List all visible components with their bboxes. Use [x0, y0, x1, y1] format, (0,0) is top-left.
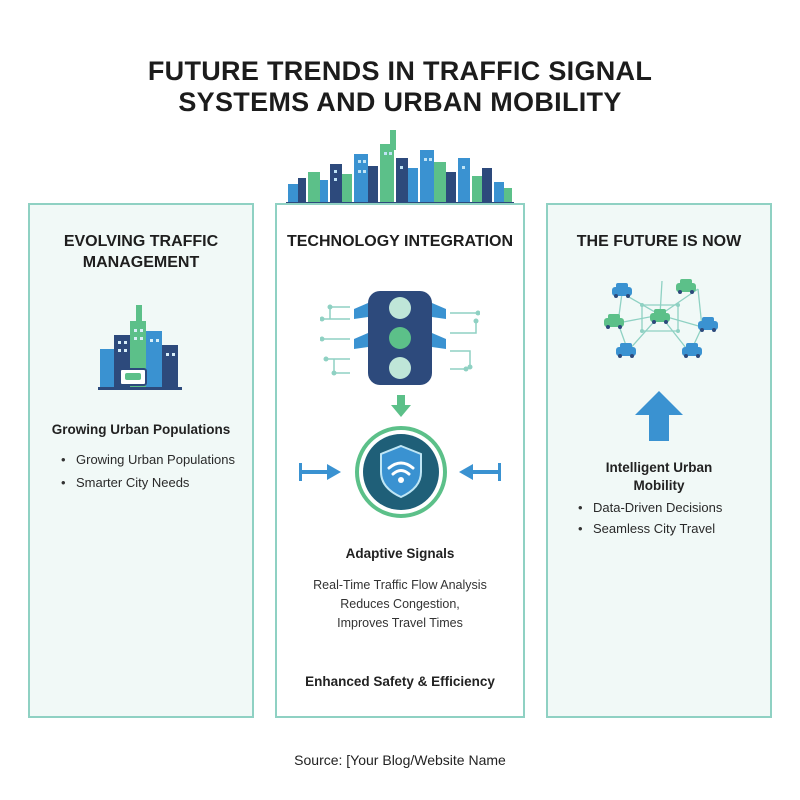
- technology-integration-panel: TECHNOLOGY INTEGRATION: [275, 203, 525, 718]
- arrow-up-icon: [635, 391, 683, 441]
- panel-title: EVOLVING TRAFFIC MANAGEMENT: [30, 231, 252, 273]
- panel-title-line-1: EVOLVING TRAFFIC: [63, 233, 219, 250]
- middle-description-line-3: Improves Travel Times: [337, 616, 463, 630]
- middle-subheading: Adaptive Signals: [345, 546, 455, 561]
- panel-title-line-2: MANAGEMENT: [82, 254, 200, 271]
- list-item: Smarter City Needs: [61, 471, 235, 494]
- evolving-traffic-panel: EVOLVING TRAFFIC MANAGEMENT Growing Urba…: [28, 203, 254, 718]
- panel-title: THE FUTURE IS NOW: [576, 233, 742, 250]
- arrow-down-icon: [391, 395, 411, 417]
- middle-description-line-1: Real-Time Traffic Flow Analysis: [313, 578, 487, 592]
- arrow-left-icon: [457, 461, 501, 483]
- middle-description-line-2: Reduces Congestion,: [340, 597, 460, 611]
- future-is-now-panel: THE FUTURE IS NOW: [546, 203, 772, 718]
- panel-title: TECHNOLOGY INTEGRATION: [286, 233, 514, 250]
- right-subheading-line-2: Mobility: [633, 478, 685, 493]
- traffic-light-icon: [320, 289, 480, 389]
- wifi-shield-icon: [355, 426, 447, 518]
- list-item: Seamless City Travel: [578, 518, 722, 539]
- arrow-right-icon: [299, 461, 343, 483]
- connected-cars-network-icon: [602, 275, 722, 361]
- list-item: Data-Driven Decisions: [578, 497, 722, 518]
- middle-closing: Enhanced Safety & Efficiency: [305, 674, 495, 689]
- right-subheading-line-1: Intelligent Urban: [605, 460, 713, 475]
- right-subheading: Intelligent Urban Mobility: [548, 459, 770, 495]
- city-skyline-icon: [98, 301, 188, 391]
- source-footer: Source: [Your Blog/Website Name: [294, 752, 506, 768]
- middle-description: Real-Time Traffic Flow Analysis Reduces …: [277, 576, 523, 633]
- left-bullet-list: Growing Urban Populations Smarter City N…: [61, 448, 235, 494]
- header-skyline-icon: [286, 128, 514, 204]
- left-subheading: Growing Urban Populations: [51, 422, 231, 437]
- list-item: Growing Urban Populations: [61, 448, 235, 471]
- page-title-line-2: SYSTEMS AND URBAN MOBILITY: [178, 87, 622, 117]
- page-title: FUTURE TRENDS IN TRAFFIC SIGNAL SYSTEMS …: [0, 56, 800, 118]
- page-title-line-1: FUTURE TRENDS IN TRAFFIC SIGNAL: [147, 56, 653, 86]
- right-bullet-list: Data-Driven Decisions Seamless City Trav…: [578, 497, 722, 539]
